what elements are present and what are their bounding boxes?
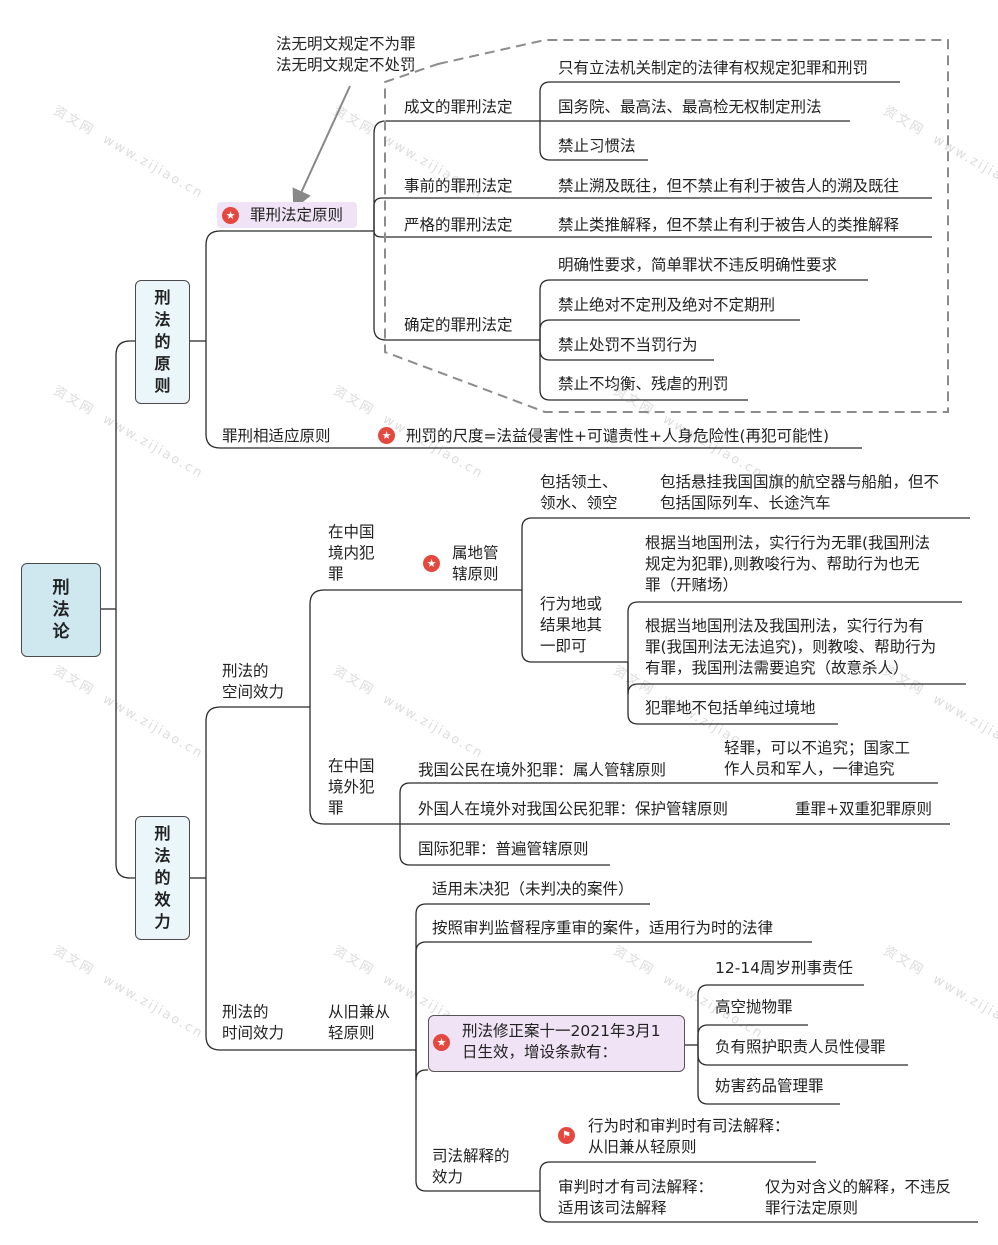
- citizen-note[interactable]: 作人员和军人，一律追究: [724, 760, 895, 778]
- amendment-item[interactable]: 妨害药品管理罪: [715, 1077, 824, 1095]
- written-item[interactable]: 禁止习惯法: [558, 137, 636, 155]
- node-citizen[interactable]: 我国公民在境外犯罪：属人管辖原则: [418, 761, 667, 779]
- node-lenient-principle[interactable]: 从旧兼从: [328, 1003, 391, 1021]
- node-strict[interactable]: 严格的罪刑法定: [404, 216, 513, 234]
- territory-detail[interactable]: 包括悬挂我国国旗的航空器与船舶，但不: [660, 473, 940, 491]
- node-foreigner[interactable]: 外国人在境外对我国公民犯罪：保护管辖原则: [418, 800, 729, 818]
- place-item[interactable]: 犯罪地不包括单纯过境地: [645, 699, 816, 717]
- node-time[interactable]: 时间效力: [222, 1024, 285, 1042]
- judicial-both[interactable]: 从旧兼从轻原则: [588, 1138, 697, 1156]
- node-legality[interactable]: 罪刑法定原则: [250, 206, 344, 224]
- definite-item[interactable]: 禁止不均衡、残虐的刑罚: [558, 375, 729, 393]
- node-place[interactable]: 行为地或: [540, 595, 603, 613]
- node-domestic[interactable]: 境内犯: [328, 544, 375, 562]
- place-item[interactable]: 罪（开赌场）: [645, 576, 739, 594]
- place-item[interactable]: 规定为犯罪),则教唆行为、帮助行为也无: [645, 555, 920, 573]
- node-amendment[interactable]: 刑法修正案十一2021年3月1: [462, 1022, 661, 1040]
- node-judicial[interactable]: 司法解释的: [432, 1147, 510, 1165]
- node-principles[interactable]: 刑法的原则: [135, 280, 190, 404]
- judicial-trial-only[interactable]: 适用该司法解释: [558, 1199, 667, 1217]
- callout-dashed-frame: [384, 39, 949, 413]
- definite-item[interactable]: 禁止绝对不定刑及绝对不定期刑: [558, 296, 776, 314]
- amendment-item[interactable]: 高空抛物罪: [715, 998, 793, 1016]
- callout-line-2: 法无明文规定不处罚: [276, 56, 416, 74]
- node-pending[interactable]: 适用未决犯（未判决的案件）: [432, 880, 634, 898]
- place-item[interactable]: 根据当地国刑法及我国刑法，实行行为有: [645, 617, 925, 635]
- place-item[interactable]: 有罪，我国刑法需要追究（故意杀人）: [645, 659, 909, 677]
- node-definite[interactable]: 确定的罪刑法定: [404, 316, 513, 334]
- legality-highlight: [217, 202, 357, 228]
- ex-ante-item[interactable]: 禁止溯及既往，但不禁止有利于被告人的溯及既往: [558, 177, 900, 195]
- node-retrial[interactable]: 按照审判监督程序重审的案件，适用行为时的法律: [432, 919, 774, 937]
- star-icon: ★: [423, 555, 440, 572]
- judicial-both[interactable]: 行为时和审判时有司法解释：: [588, 1117, 790, 1135]
- amendment-item[interactable]: 负有照护职责人员性侵罪: [715, 1038, 886, 1056]
- amendment-highlight: [428, 1015, 685, 1072]
- territory-detail[interactable]: 包括国际列车、长途汽车: [660, 494, 831, 512]
- node-place[interactable]: 一即可: [540, 637, 587, 655]
- citizen-note[interactable]: 轻罪，可以不追究；国家工: [724, 739, 911, 757]
- written-item[interactable]: 只有立法机关制定的法律有权规定犯罪和刑罚: [558, 59, 869, 77]
- star-icon: ★: [433, 1034, 450, 1051]
- node-time[interactable]: 刑法的: [222, 1003, 269, 1021]
- node-space-line1[interactable]: 刑法的: [222, 662, 269, 680]
- place-item[interactable]: 罪(我国刑法无法追究)，则教唆、帮助行为: [645, 638, 937, 656]
- definite-item[interactable]: 明确性要求，简单罪状不违反明确性要求: [558, 256, 838, 274]
- star-icon: ★: [222, 207, 239, 224]
- callout-arrow: [292, 85, 351, 210]
- flag-icon: ⚑: [558, 1127, 575, 1144]
- node-abroad[interactable]: 境外犯: [328, 778, 375, 796]
- node-amendment[interactable]: 日生效，增设条款有：: [462, 1043, 618, 1061]
- node-international[interactable]: 国际犯罪：普遍管辖原则: [418, 840, 589, 858]
- place-item[interactable]: 根据当地国刑法，实行行为无罪(我国刑法: [645, 534, 931, 552]
- node-ex-ante[interactable]: 事前的罪刑法定: [404, 177, 513, 195]
- strict-item[interactable]: 禁止类推解释，但不禁止有利于被告人的类推解释: [558, 216, 900, 234]
- judicial-trial-only[interactable]: 审判时才有司法解释：: [558, 1178, 714, 1196]
- node-place[interactable]: 结果地其: [540, 616, 603, 634]
- node-proportionality[interactable]: 罪刑相适应原则: [222, 427, 331, 445]
- foreigner-note[interactable]: 重罪+双重犯罪原则: [795, 800, 932, 818]
- node-abroad[interactable]: 罪: [328, 799, 344, 817]
- node-territorial-principle[interactable]: 属地管: [452, 544, 499, 562]
- star-icon: ★: [378, 427, 395, 444]
- node-territory[interactable]: 领水、领空: [540, 494, 618, 512]
- node-abroad[interactable]: 在中国: [328, 757, 375, 775]
- node-territorial-principle[interactable]: 辖原则: [452, 565, 499, 583]
- node-written[interactable]: 成文的罪刑法定: [404, 98, 513, 116]
- node-domestic[interactable]: 在中国: [328, 523, 375, 541]
- callout-line-1: 法无明文规定不为罪: [276, 35, 416, 53]
- node-judicial[interactable]: 效力: [432, 1168, 464, 1186]
- node-territory[interactable]: 包括领土、: [540, 473, 618, 491]
- node-effect[interactable]: 刑法的效力: [135, 816, 190, 940]
- amendment-item[interactable]: 12-14周岁刑事责任: [715, 959, 854, 977]
- judicial-trial-note[interactable]: 仅为对含义的解释，不违反: [765, 1178, 952, 1196]
- definite-item[interactable]: 禁止处罚不当罚行为: [558, 336, 698, 354]
- node-space-line2[interactable]: 空间效力: [222, 683, 285, 701]
- proportionality-item[interactable]: 刑罚的尺度=法益侵害性+可谴责性+人身危险性(再犯可能性): [406, 427, 830, 445]
- node-domestic[interactable]: 罪: [328, 565, 344, 583]
- written-item[interactable]: 国务院、最高法、最高检无权制定刑法: [558, 98, 822, 116]
- root-node[interactable]: 刑法论: [21, 563, 101, 657]
- node-lenient-principle[interactable]: 轻原则: [328, 1024, 375, 1042]
- judicial-trial-note[interactable]: 罪行法定原则: [765, 1199, 859, 1217]
